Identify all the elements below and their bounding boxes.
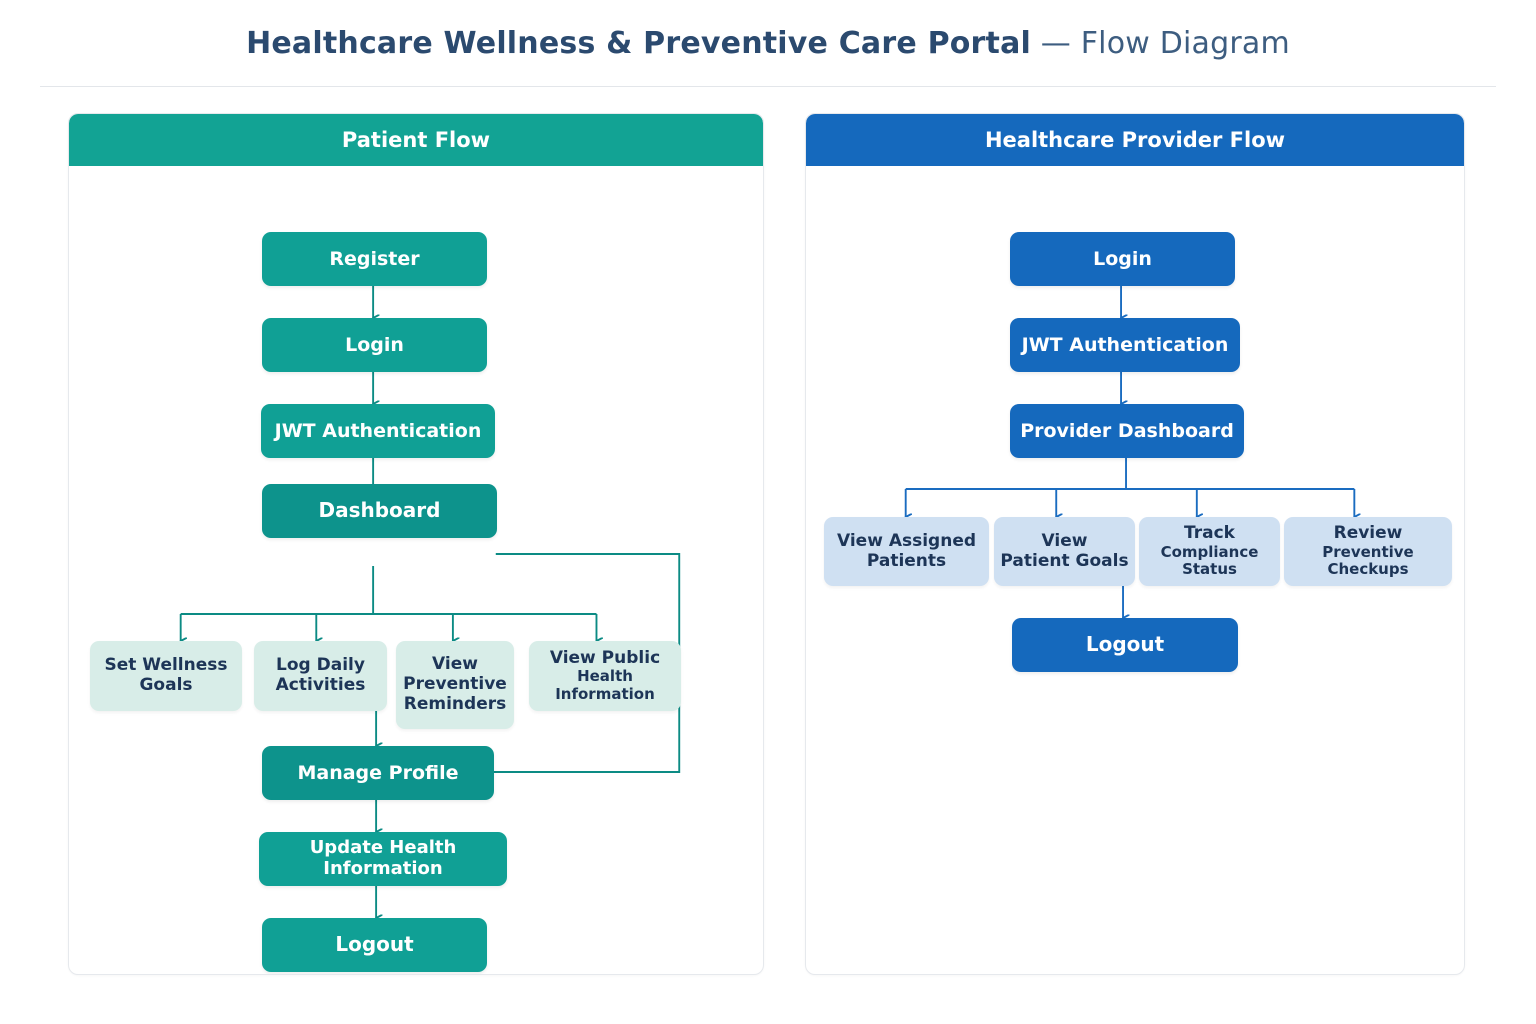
title-divider (40, 86, 1496, 87)
node-provider-logout[interactable]: Logout (1012, 618, 1238, 672)
node-patient-login[interactable]: Login (262, 318, 487, 372)
node-line-2: Goals (139, 675, 193, 695)
node-line-1: View (1041, 530, 1088, 551)
node-patient-manage-profile[interactable]: Manage Profile (262, 746, 494, 800)
page-title-text: Healthcare Wellness & Preventive Care Po… (246, 26, 1290, 61)
node-line-2: Patients (866, 550, 947, 571)
node-provider-branch-3[interactable]: Track Compliance Status (1139, 517, 1280, 586)
node-patient-branch-1[interactable]: Set Wellness Goals (90, 641, 242, 711)
node-patient-branch-3[interactable]: View Preventive Reminders (396, 641, 514, 729)
node-provider-branch-4[interactable]: Review Preventive Checkups (1284, 517, 1452, 586)
node-line-1: Set Wellness (104, 655, 228, 676)
node-line-1: Review (1333, 523, 1403, 544)
node-provider-login[interactable]: Login (1010, 232, 1235, 286)
node-line-1: View (432, 654, 478, 675)
node-provider-branch-1[interactable]: View Assigned Patients (824, 517, 989, 586)
provider-flow-header: Healthcare Provider Flow (806, 114, 1464, 166)
node-line-2: Preventive (403, 674, 507, 695)
node-line-3: Reminders (403, 693, 507, 714)
patient-flow-panel: Patient Flow (68, 113, 764, 975)
node-line-2: Preventive Checkups (1322, 542, 1414, 579)
provider-flow-body: Login JWT Authentication Provider Dashbo… (806, 166, 1464, 974)
node-patient-update-health-information[interactable]: Update Health Information (259, 832, 507, 886)
node-line-2: Activities (275, 675, 366, 695)
node-line-1: View Public (549, 647, 661, 668)
page-title-light: — Flow Diagram (1031, 25, 1290, 61)
node-line-2: Patient Goals (1000, 550, 1129, 571)
node-provider-branch-2[interactable]: View Patient Goals (994, 517, 1135, 586)
provider-flow-panel: Healthcare Provider Flow (805, 113, 1465, 975)
node-provider-dashboard[interactable]: Provider Dashboard (1010, 404, 1244, 458)
node-patient-branch-2[interactable]: Log Daily Activities (254, 641, 387, 711)
node-patient-branch-4[interactable]: View Public Health Information (529, 641, 681, 711)
node-line-2: Health Information (555, 667, 655, 703)
node-line-1: Track (1184, 523, 1235, 544)
page-title-strong: Healthcare Wellness & Preventive Care Po… (246, 25, 1032, 61)
patient-flow-body: Register Login JWT Authentication Dashbo… (69, 166, 763, 974)
node-patient-jwt-authentication[interactable]: JWT Authentication (261, 404, 495, 458)
page-title: Healthcare Wellness & Preventive Care Po… (0, 0, 1536, 86)
node-patient-dashboard[interactable]: Dashboard (262, 484, 497, 538)
patient-flow-header: Patient Flow (69, 114, 763, 166)
node-line-1: View Assigned (836, 530, 977, 551)
node-line-1: Log Daily (276, 655, 365, 676)
node-line-2: Compliance Status (1160, 542, 1259, 579)
node-patient-logout[interactable]: Logout (262, 918, 487, 972)
node-patient-register[interactable]: Register (262, 232, 487, 286)
node-provider-jwt-authentication[interactable]: JWT Authentication (1010, 318, 1240, 372)
